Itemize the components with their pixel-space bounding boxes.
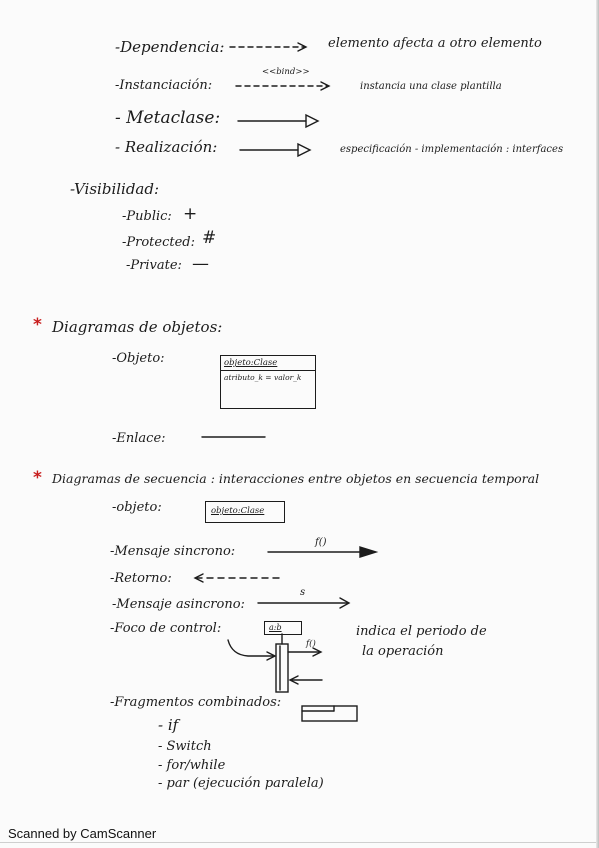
- footer-rule: [0, 842, 599, 843]
- retorno-label: -Retorno:: [110, 571, 172, 586]
- realizacion-arrow: [239, 142, 312, 158]
- foco-note-line1: indica el periodo de: [356, 624, 487, 639]
- sincrono-arrow-text: f(): [315, 537, 327, 548]
- visibilidad-title: -Visibilidad:: [70, 180, 160, 198]
- foco-arrow-text: f(): [306, 639, 316, 649]
- private-label: -Private:: [126, 258, 182, 273]
- secuencia-heading: Diagramas de secuencia : interacciones e…: [52, 471, 540, 486]
- fragment-item-switch: - Switch: [158, 739, 212, 754]
- realizacion-label: - Realización:: [115, 138, 218, 156]
- foco-label: -Foco de control:: [110, 621, 222, 636]
- instanciacion-desc: instancia una clase plantilla: [360, 81, 502, 92]
- seq-objeto-label: -objeto:: [112, 500, 162, 515]
- object-box-attribute: atributo_k = valor_k: [224, 373, 302, 382]
- objeto-label: -Objeto:: [112, 351, 165, 366]
- dependencia-arrow: [229, 42, 308, 52]
- dependencia-label: -Dependencia:: [115, 38, 225, 56]
- public-label: -Public:: [122, 209, 172, 224]
- fragment-item-for-while: - for/while: [158, 758, 226, 773]
- instanciacion-arrow: [235, 81, 331, 91]
- dependencia-desc: elemento afecta a otro elemento: [328, 36, 542, 51]
- objetos-heading: Diagramas de objetos:: [52, 318, 223, 336]
- instanciacion-arrow-text: <<bind>>: [262, 67, 310, 77]
- retorno-arrow: [193, 573, 283, 583]
- fragmentos-label: -Fragmentos combinados:: [110, 695, 282, 710]
- metaclase-label: - Metaclase:: [115, 108, 221, 128]
- realizacion-desc: especificación - implementación : interf…: [340, 144, 564, 155]
- seq-object-box: objeto:Clase: [205, 501, 285, 523]
- secuencia-bullet-star: *: [33, 468, 42, 488]
- metaclase-arrow: [237, 113, 320, 129]
- asincrono-arrow-text: s: [300, 587, 306, 598]
- fragment-item-if: - if: [158, 716, 179, 734]
- foco-object-box-label: a:b: [269, 623, 282, 632]
- public-symbol: +: [183, 204, 198, 224]
- foco-note-line2: la operación: [362, 644, 444, 659]
- object-box-header: objeto:Clase: [221, 356, 315, 371]
- object-box: objeto:Clase atributo_k = valor_k: [220, 355, 316, 409]
- enlace-label: -Enlace:: [112, 431, 166, 446]
- foco-diagram: [227, 633, 323, 693]
- seq-object-box-label: objeto:Clase: [211, 506, 265, 516]
- foco-object-box: a:b: [264, 621, 302, 635]
- asincrono-label: -Mensaje asincrono:: [112, 597, 245, 612]
- page-edge-shadow: [596, 0, 599, 848]
- asincrono-arrow: [257, 597, 351, 609]
- protected-label: -Protected:: [122, 235, 195, 250]
- fragment-box: [301, 705, 358, 722]
- private-symbol: —: [192, 254, 209, 274]
- sincrono-label: -Mensaje sincrono:: [110, 544, 236, 559]
- objetos-bullet-star: *: [33, 315, 42, 335]
- instanciacion-label: -Instanciación:: [115, 78, 213, 93]
- fragment-item-par: - par (ejecución paralela): [158, 776, 324, 791]
- sincrono-arrow: [267, 546, 379, 558]
- scanner-footer: Scanned by CamScanner: [8, 826, 157, 841]
- protected-symbol: #: [202, 228, 217, 248]
